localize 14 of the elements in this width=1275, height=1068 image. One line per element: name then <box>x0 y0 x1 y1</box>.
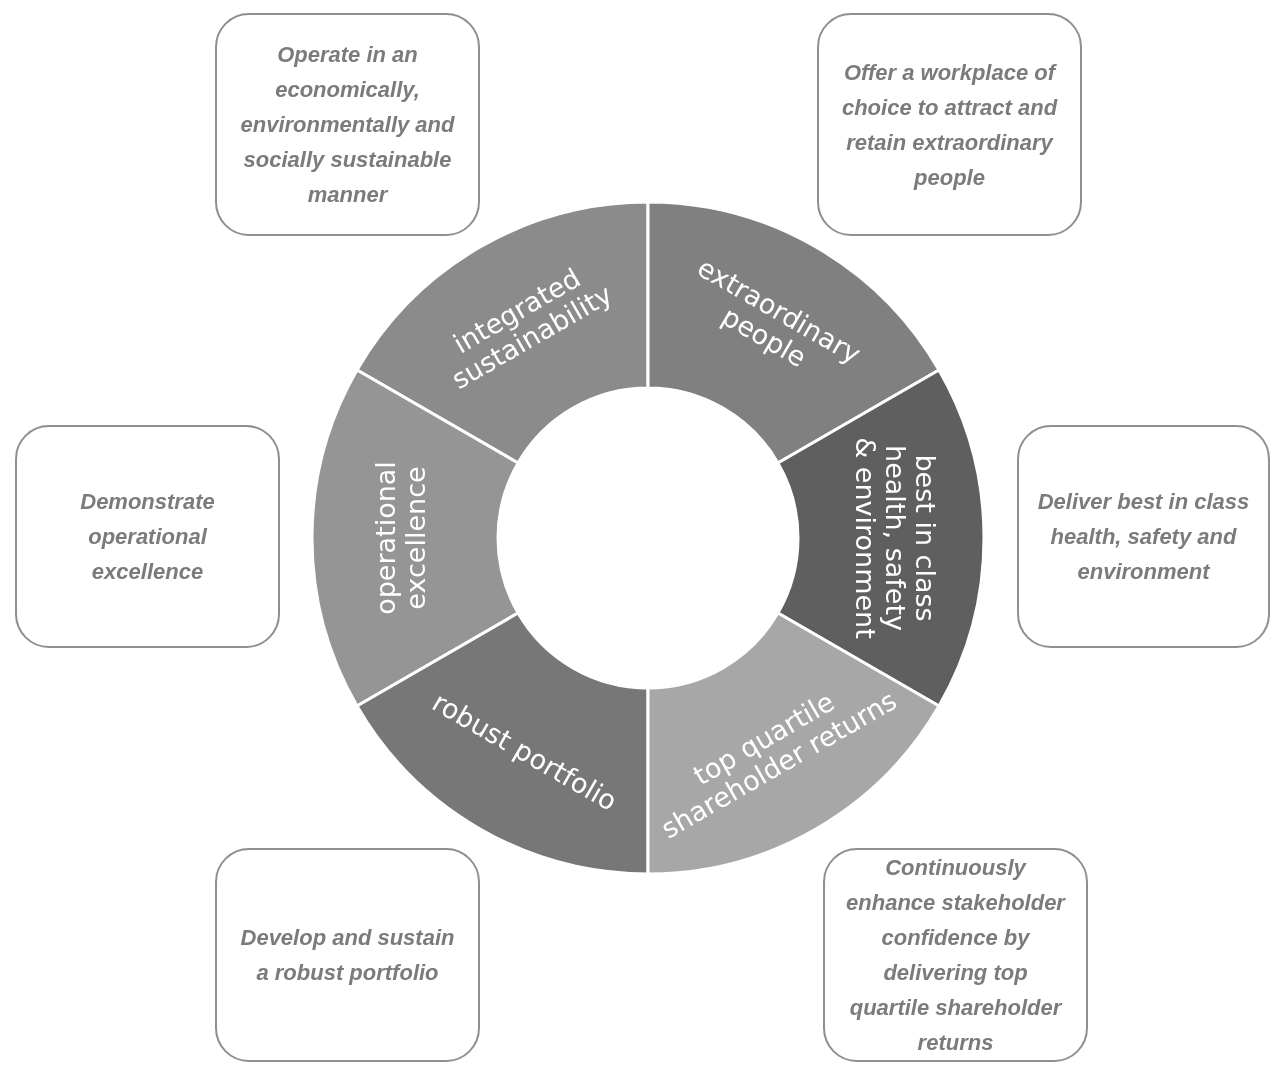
goal-text: Demonstrate operational excellence <box>79 488 216 586</box>
goal-text: Develop and sustain a robust portfolio <box>239 924 456 987</box>
goal-box <box>817 13 1082 236</box>
goal-box <box>215 13 480 236</box>
segment-label: best in class health, safety & environment <box>850 436 940 641</box>
goal-text: Operate in an economically, environmentally and socially sustainable manner <box>239 41 456 209</box>
goal-text: Offer a workplace of choice to attract and retain extraordinary people <box>840 58 1059 192</box>
goal-box <box>215 848 480 1062</box>
segment-label: operational excellence <box>371 460 431 617</box>
goal-text: Continuously enhance stakeholder confidence by delivering top quartile shareholder returns <box>845 854 1067 1057</box>
goal-box <box>823 848 1088 1062</box>
goal-box <box>1017 425 1270 648</box>
goal-box <box>15 425 280 648</box>
goal-text: Deliver best in class health, safety and environment <box>1037 488 1250 586</box>
